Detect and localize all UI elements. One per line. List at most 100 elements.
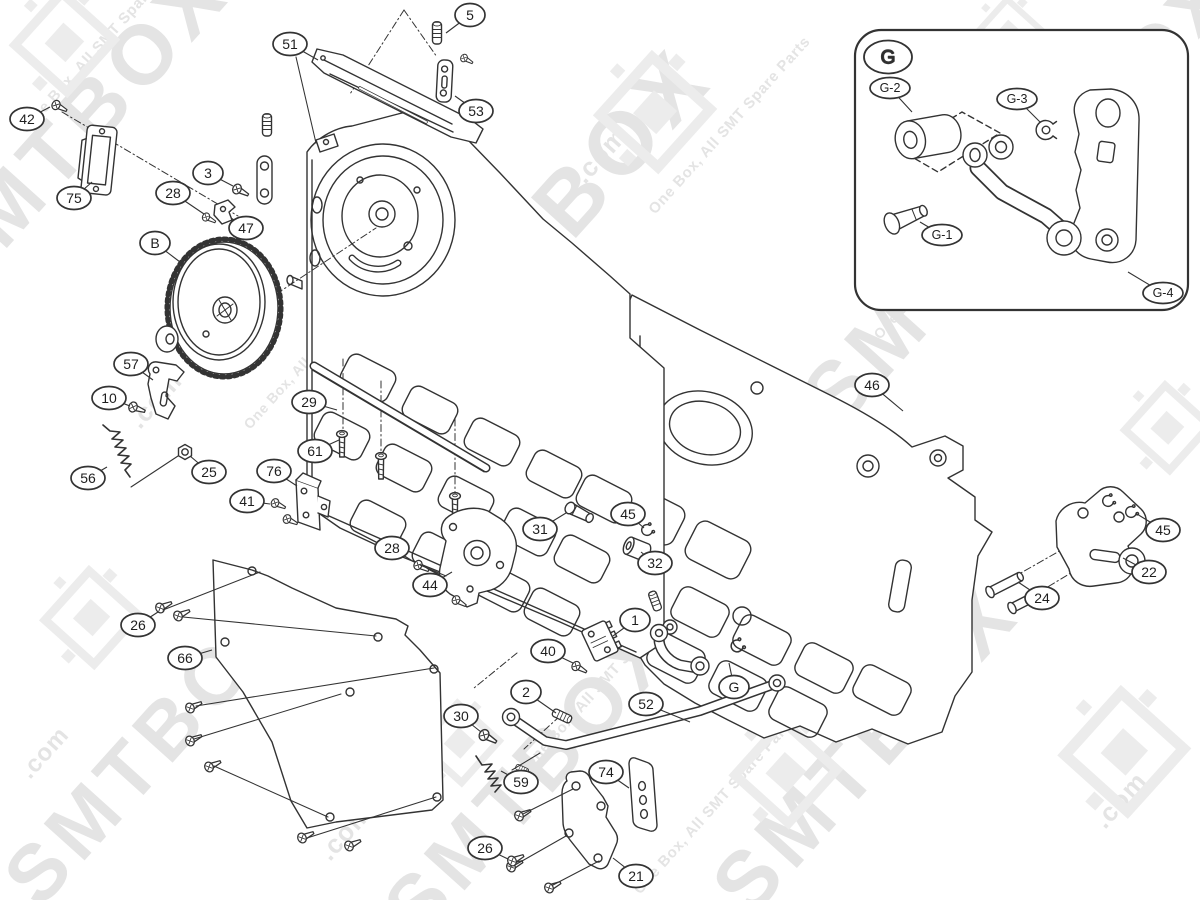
inset-detail-box: G [853, 28, 1190, 312]
part-sprocket-wheel-B [155, 236, 284, 380]
callout-number: 26 [477, 840, 493, 856]
callout-balloon [1142, 281, 1184, 305]
construction-line [473, 652, 518, 689]
callout-26: 26 [120, 611, 159, 638]
callout-G-4: G-4 [1127, 271, 1184, 305]
callout-balloon [530, 638, 566, 664]
callout-number: 59 [513, 774, 529, 790]
leader-line [511, 752, 541, 771]
callout-G-2: G-2 [869, 76, 913, 113]
callout-balloon [921, 223, 963, 247]
callout-number: 47 [238, 220, 254, 236]
callout-balloon [454, 2, 486, 28]
callout-number: 52 [638, 696, 654, 712]
watermark-qr-pattern [38, 564, 145, 671]
callout-44: 44 [412, 571, 453, 598]
leader-line [514, 835, 567, 866]
part-small-fasteners-group [475, 707, 574, 793]
callout-balloon [291, 389, 327, 415]
callout-46: 46 [854, 372, 904, 412]
part-pin-G1 [883, 204, 928, 235]
callout-balloon [191, 459, 227, 485]
callout-28: 28 [155, 180, 205, 215]
callout-balloon [272, 31, 308, 57]
callout-balloon [229, 488, 265, 514]
callout-balloon [618, 863, 654, 889]
callout-42: 42 [9, 106, 51, 132]
callout-59: 59 [500, 769, 539, 795]
callout-number: G-3 [1007, 92, 1028, 106]
callout-number: 41 [239, 493, 255, 509]
callout-number: 26 [130, 617, 146, 633]
part-rod-52 [501, 674, 786, 750]
callout-balloon [610, 501, 646, 527]
callout-number: 45 [620, 506, 636, 522]
callout-number: 3 [204, 165, 212, 181]
callout-74: 74 [588, 759, 630, 789]
part-connector-75-group [49, 98, 118, 196]
callout-number: G-2 [880, 81, 901, 95]
callout-number: 74 [598, 764, 614, 780]
callout-5: 5 [445, 2, 486, 34]
callout-number: 42 [19, 111, 35, 127]
callout-number: 30 [453, 708, 469, 724]
callout-balloon [467, 835, 503, 861]
part-link-47-group [200, 112, 273, 227]
callout-balloon [443, 703, 479, 729]
callout-balloon [139, 230, 171, 256]
callout-balloon [1131, 559, 1167, 585]
watermark-qr-pattern [592, 49, 718, 175]
callout-balloon [510, 679, 542, 705]
callout-balloon [637, 550, 673, 576]
leader-line [130, 455, 179, 488]
leader-line [419, 564, 447, 577]
callout-number: 57 [123, 356, 139, 372]
callout-number: 75 [66, 190, 82, 206]
inset-title-balloon: G [863, 39, 913, 75]
exploded-view-drawing: G [49, 9, 1190, 895]
part-bracket-76-group [269, 472, 331, 531]
callout-61: 61 [297, 438, 340, 464]
callout-number: 10 [101, 390, 117, 406]
callout-number: 28 [384, 540, 400, 556]
watermark-qr-pattern [8, 0, 121, 99]
part-lever-57-group [102, 361, 193, 478]
callout-balloon [9, 106, 45, 132]
part-top-bracket-51-group [311, 20, 484, 144]
callout-balloon [374, 535, 410, 561]
callout-2: 2 [510, 679, 557, 714]
callout-balloon [412, 572, 448, 598]
callout-balloon [91, 385, 127, 411]
callout-45: 45 [610, 501, 646, 529]
callout-number: 29 [301, 394, 317, 410]
callout-number: G-1 [932, 228, 953, 242]
callout-balloon [120, 612, 156, 638]
callout-25: 25 [189, 455, 227, 485]
leader-line [213, 765, 329, 818]
callout-balloon [869, 76, 911, 100]
callout-G-3: G-3 [996, 87, 1041, 123]
part-plate-74 [628, 757, 658, 832]
callout-51: 51 [272, 31, 319, 61]
part-roller-G2 [894, 113, 962, 160]
leader-line [193, 693, 342, 740]
callout-number: 45 [1155, 522, 1171, 538]
callout-52: 52 [628, 691, 691, 723]
leader-line [552, 860, 600, 886]
callout-56: 56 [70, 465, 108, 491]
aux-leader-lines [130, 56, 600, 886]
callout-29: 29 [291, 389, 338, 415]
callout-number: 28 [165, 185, 181, 201]
callout-balloon [228, 215, 264, 241]
construction-line [239, 227, 377, 319]
callout-number: 46 [864, 377, 880, 393]
callout-G: G [718, 662, 750, 700]
watermark-qr-pattern [1057, 684, 1192, 819]
callout-B: B [139, 230, 181, 263]
callout-balloon [56, 185, 92, 211]
callout-number: 44 [422, 577, 438, 593]
part-switch-lever-group [569, 589, 747, 677]
leader-line [182, 616, 377, 637]
callout-balloon [297, 438, 333, 464]
